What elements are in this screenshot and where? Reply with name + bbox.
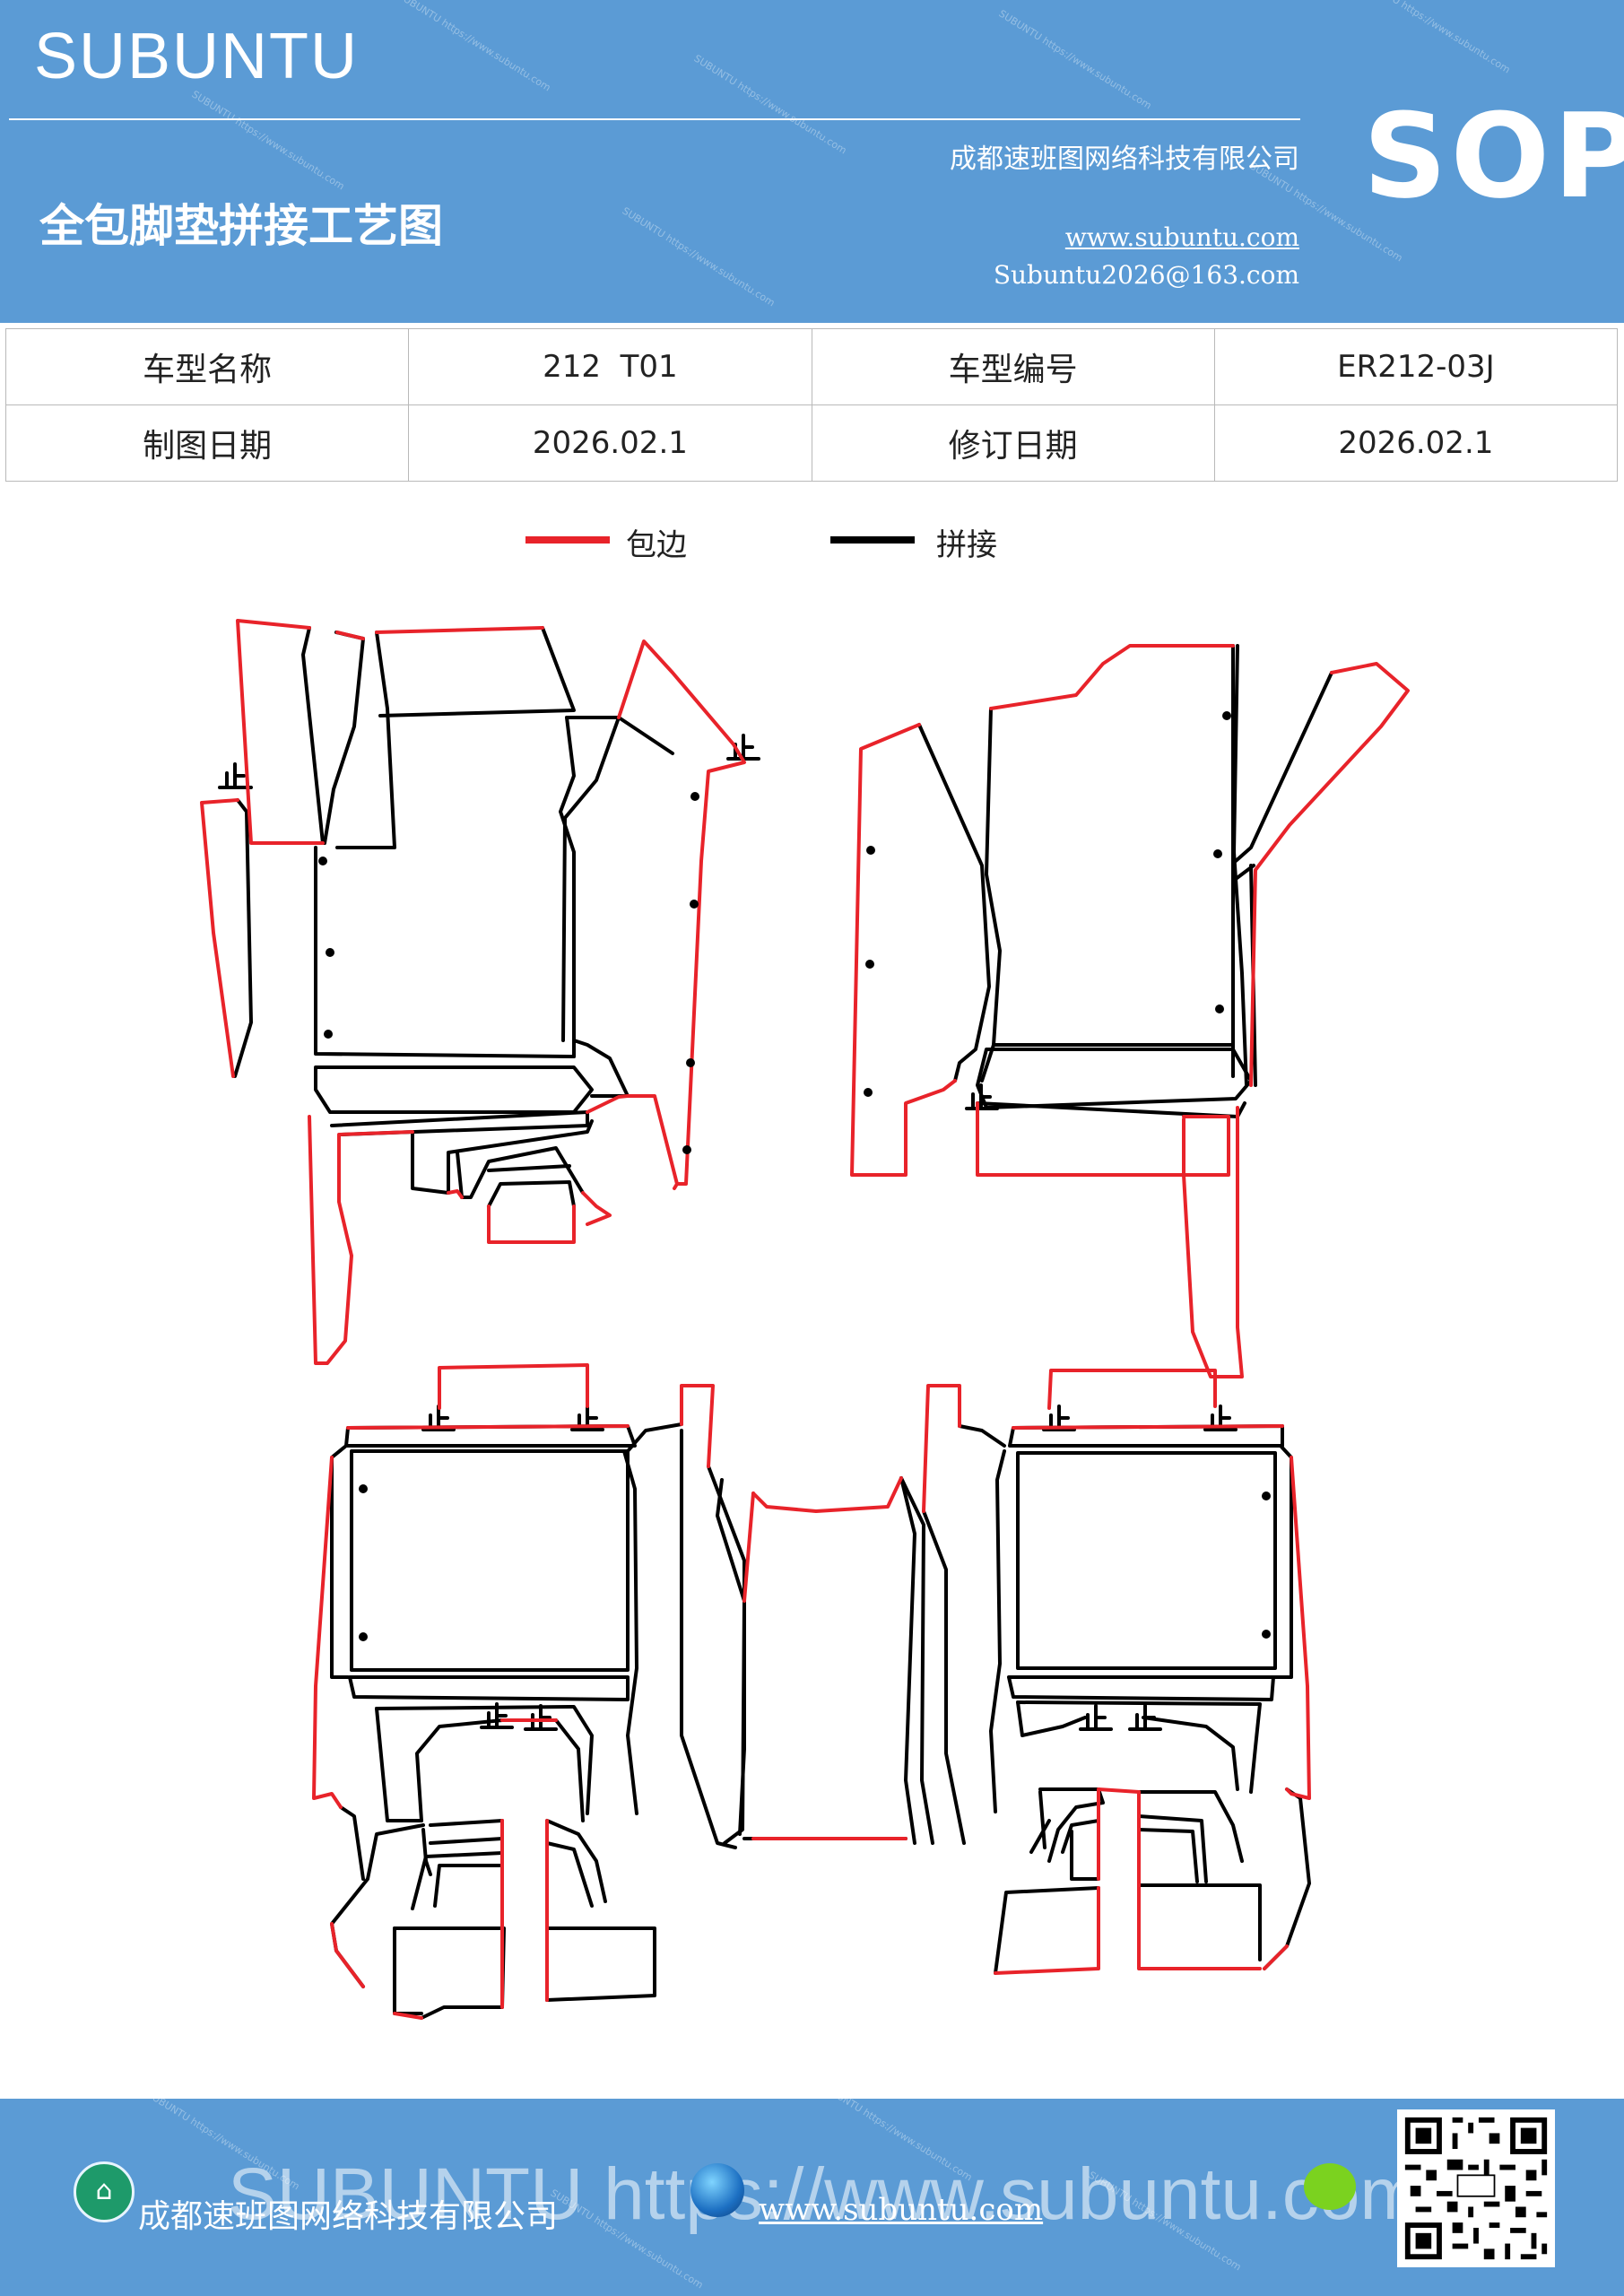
seam-label: 拼接 xyxy=(936,527,997,563)
page-title: 全包脚垫拼接工艺图 xyxy=(39,199,443,252)
floor-mat-splice-diagram xyxy=(200,619,1410,2020)
model-code-label: 车型编号 xyxy=(811,328,1215,405)
model-info-table: 车型名称 212 T01 车型编号 ER212-03J 制图日期 2026.02… xyxy=(4,328,1619,482)
fastener-dots xyxy=(318,711,1271,1641)
model-name-label: 车型名称 xyxy=(4,328,410,405)
website-link[interactable]: www.subuntu.com xyxy=(1064,222,1299,252)
draw-date-label: 制图日期 xyxy=(4,404,410,482)
footer-company: 成都速班图网络科技有限公司 xyxy=(138,2198,559,2235)
globe-icon xyxy=(690,2163,744,2217)
seam-swatch xyxy=(830,536,915,544)
edge-swatch xyxy=(525,536,610,544)
model-name-value: 212 T01 xyxy=(408,328,812,405)
legend-edge: 包边 xyxy=(525,520,741,574)
edge-lines xyxy=(200,619,1410,2020)
draw-date-value: 2026.02.1 xyxy=(408,404,812,482)
seam-lines xyxy=(218,626,1333,2020)
table-row: 制图日期 2026.02.1 修订日期 2026.02.1 xyxy=(4,404,1619,482)
footer-website-link[interactable]: www.subuntu.com xyxy=(759,2192,1044,2228)
company-name: 成都速班图网络科技有限公司 xyxy=(950,144,1299,175)
building-icon: ⌂ xyxy=(74,2161,135,2222)
table-row: 车型名称 212 T01 车型编号 ER212-03J xyxy=(4,328,1619,405)
header-banner: SUBUNTU https://www.subuntu.com SUBUNTU … xyxy=(0,0,1624,323)
header-divider xyxy=(9,118,1300,120)
revise-date-label: 修订日期 xyxy=(811,404,1215,482)
revise-date-value: 2026.02.1 xyxy=(1213,404,1619,482)
edge-label: 包边 xyxy=(626,527,687,563)
model-code-value: ER212-03J xyxy=(1213,328,1619,405)
legend-seam: 拼接 xyxy=(830,520,1046,574)
footer-watermark: SUBUNTU https://www.subuntu.com xyxy=(228,2153,1421,2235)
sop-badge: SOP xyxy=(1363,88,1624,224)
qr-code-icon xyxy=(1397,2109,1555,2267)
brand-name: SUBUNTU xyxy=(34,21,360,92)
wechat-icon xyxy=(1304,2163,1356,2210)
footer-banner: SUBUNTU https://www.subuntu.com SUBUNTU … xyxy=(0,2099,1624,2296)
email-address: Subuntu2026@163.com xyxy=(993,260,1299,290)
